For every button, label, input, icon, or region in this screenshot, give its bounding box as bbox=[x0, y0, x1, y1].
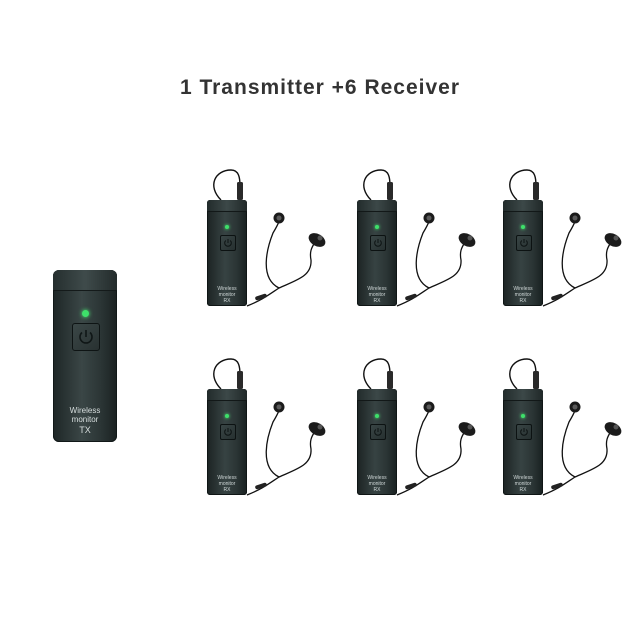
receiver-power-button bbox=[370, 424, 386, 440]
receiver-power-button bbox=[220, 235, 236, 251]
receiver-top-cap bbox=[503, 200, 543, 212]
transmitter-top-cap bbox=[53, 270, 117, 291]
receiver-body: Wireless monitor RX bbox=[357, 389, 397, 495]
receiver-text-line1: Wireless bbox=[513, 475, 533, 481]
power-icon bbox=[374, 428, 382, 436]
receiver-text-line1: Wireless bbox=[217, 286, 237, 292]
receiver-label: RX bbox=[519, 298, 527, 304]
receiver-power-button bbox=[516, 235, 532, 251]
receiver-power-button bbox=[220, 424, 236, 440]
receiver-device: Wireless monitor RX bbox=[503, 357, 628, 502]
earphone-cable bbox=[509, 358, 622, 496]
receiver-text-line2: monitor bbox=[218, 292, 236, 298]
transmitter-body: Wireless monitor TX bbox=[53, 270, 117, 442]
receiver-top-cap bbox=[207, 200, 247, 212]
earphone-cable bbox=[213, 358, 326, 496]
receiver-device: Wireless monitor RX bbox=[207, 168, 332, 313]
receiver-body: Wireless monitor RX bbox=[207, 389, 247, 495]
receiver-top-cap bbox=[503, 389, 543, 401]
receiver-text-line1: Wireless bbox=[217, 475, 237, 481]
receiver-text-line2: monitor bbox=[218, 481, 236, 487]
receiver-led bbox=[375, 414, 379, 418]
power-icon bbox=[374, 239, 382, 247]
receiver-led bbox=[521, 414, 525, 418]
receiver-body: Wireless monitor RX bbox=[503, 200, 543, 306]
receiver-led bbox=[225, 225, 229, 229]
receiver-text-line2: monitor bbox=[514, 481, 532, 487]
receiver-text-line1: Wireless bbox=[367, 475, 387, 481]
receiver-body: Wireless monitor RX bbox=[503, 389, 543, 495]
receiver-device: Wireless monitor RX bbox=[503, 168, 628, 313]
transmitter-text-line2: monitor bbox=[71, 415, 99, 424]
receiver-led bbox=[521, 225, 525, 229]
transmitter-device: Wireless monitor TX bbox=[53, 270, 117, 442]
earphone-cable bbox=[363, 358, 476, 496]
earphone-cable bbox=[363, 169, 476, 307]
receiver-text-line2: monitor bbox=[368, 292, 386, 298]
receiver-top-cap bbox=[357, 200, 397, 212]
transmitter-power-button bbox=[72, 323, 100, 351]
receiver-label: RX bbox=[373, 298, 381, 304]
receiver-body: Wireless monitor RX bbox=[207, 200, 247, 306]
receiver-top-cap bbox=[357, 389, 397, 401]
receiver-label: RX bbox=[223, 487, 231, 493]
receiver-device: Wireless monitor RX bbox=[357, 168, 482, 313]
receiver-text-line2: monitor bbox=[368, 481, 386, 487]
power-icon bbox=[224, 239, 232, 247]
receiver-led bbox=[225, 414, 229, 418]
transmitter-led bbox=[82, 310, 89, 317]
receiver-label: RX bbox=[519, 487, 527, 493]
receiver-text-line1: Wireless bbox=[367, 286, 387, 292]
receiver-text-line2: monitor bbox=[514, 292, 532, 298]
receiver-device: Wireless monitor RX bbox=[207, 357, 332, 502]
transmitter-text-line1: Wireless bbox=[69, 406, 101, 415]
receiver-led bbox=[375, 225, 379, 229]
receiver-top-cap bbox=[207, 389, 247, 401]
receiver-label: RX bbox=[223, 298, 231, 304]
receiver-power-button bbox=[516, 424, 532, 440]
power-icon bbox=[79, 330, 93, 344]
receiver-body: Wireless monitor RX bbox=[357, 200, 397, 306]
power-icon bbox=[520, 239, 528, 247]
receiver-text-line1: Wireless bbox=[513, 286, 533, 292]
earphone-cable bbox=[213, 169, 326, 307]
power-icon bbox=[224, 428, 232, 436]
transmitter-label: TX bbox=[79, 425, 91, 435]
earphone-cable bbox=[509, 169, 622, 307]
power-icon bbox=[520, 428, 528, 436]
page-title: 1 Transmitter +6 Receiver bbox=[179, 76, 461, 99]
receiver-device: Wireless monitor RX bbox=[357, 357, 482, 502]
receiver-power-button bbox=[370, 235, 386, 251]
receiver-label: RX bbox=[373, 487, 381, 493]
